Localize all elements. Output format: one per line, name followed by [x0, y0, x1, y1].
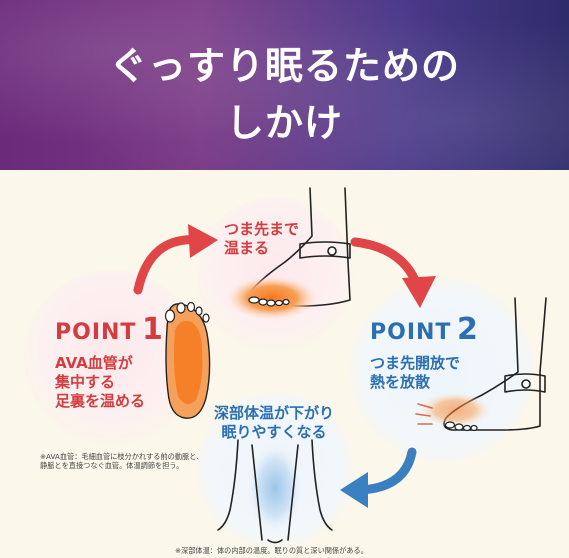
step-top-line1: つま先まで	[224, 220, 300, 238]
point2-number: 2	[457, 312, 478, 347]
heat-lines-icon	[415, 403, 433, 425]
note-ava-line2: 静脈とを直接つなぐ血管。体温調節を担う。	[40, 461, 184, 470]
point2-text: つま先開放で 熱を放散	[370, 354, 460, 392]
circle-point1	[24, 270, 200, 446]
note-ava: ※AVA血管：毛細血管に枝分かれする前の動脈と、 静脈とを直接つなぐ血管。体温調…	[40, 452, 203, 470]
point2-label: POINT	[370, 320, 452, 345]
step-top-text: つま先まで 温まる	[224, 220, 299, 258]
point2-heading: POINT 2	[370, 312, 478, 347]
warm-glow-right	[419, 392, 491, 428]
point1-label: POINT	[55, 320, 137, 345]
arrow-left-to-top-head	[188, 224, 218, 258]
header-banner: ぐっすり眠るための しかけ	[0, 0, 569, 170]
arrow-right-to-bottom-head	[340, 472, 368, 508]
note-ava-line1: ※AVA血管：毛細血管に枝分かれする前の動脈と、	[40, 452, 204, 461]
toes-right	[444, 421, 478, 432]
title-line-1: ぐっすり眠るための	[108, 44, 460, 88]
point1-text: AVA血管が 集中する 足裏を温める	[55, 354, 145, 411]
point1-line2: 集中する	[55, 373, 116, 391]
point2-line2: 熱を放散	[370, 373, 431, 391]
point2-line1: つま先開放で	[370, 354, 461, 372]
circle-top	[197, 197, 353, 353]
point1-number: 1	[142, 312, 163, 347]
title-line-2: しかけ	[225, 101, 343, 145]
sole-illustration	[164, 301, 211, 419]
step-top-line2: 温まる	[224, 239, 270, 257]
body-illustration	[217, 439, 333, 544]
toes-top	[248, 296, 290, 307]
point1-heading: POINT 1	[55, 312, 163, 347]
step-bottom-line2: 眠りやすくなる	[221, 423, 327, 441]
step-bottom-text: 深部体温が下がり 眠りやすくなる	[214, 404, 334, 442]
note-deep: ※深部体温：体の内部の温度。眠りの質と深い関係がある。	[175, 546, 368, 555]
warm-glow-top	[226, 276, 318, 320]
point1-line3: 足裏を温める	[55, 392, 146, 410]
cool-glow-body	[247, 442, 303, 534]
step-bottom-line1: 深部体温が下がり	[214, 404, 335, 422]
arrow-top-to-right-head	[402, 276, 436, 308]
point1-line1: AVA血管が	[55, 354, 133, 372]
